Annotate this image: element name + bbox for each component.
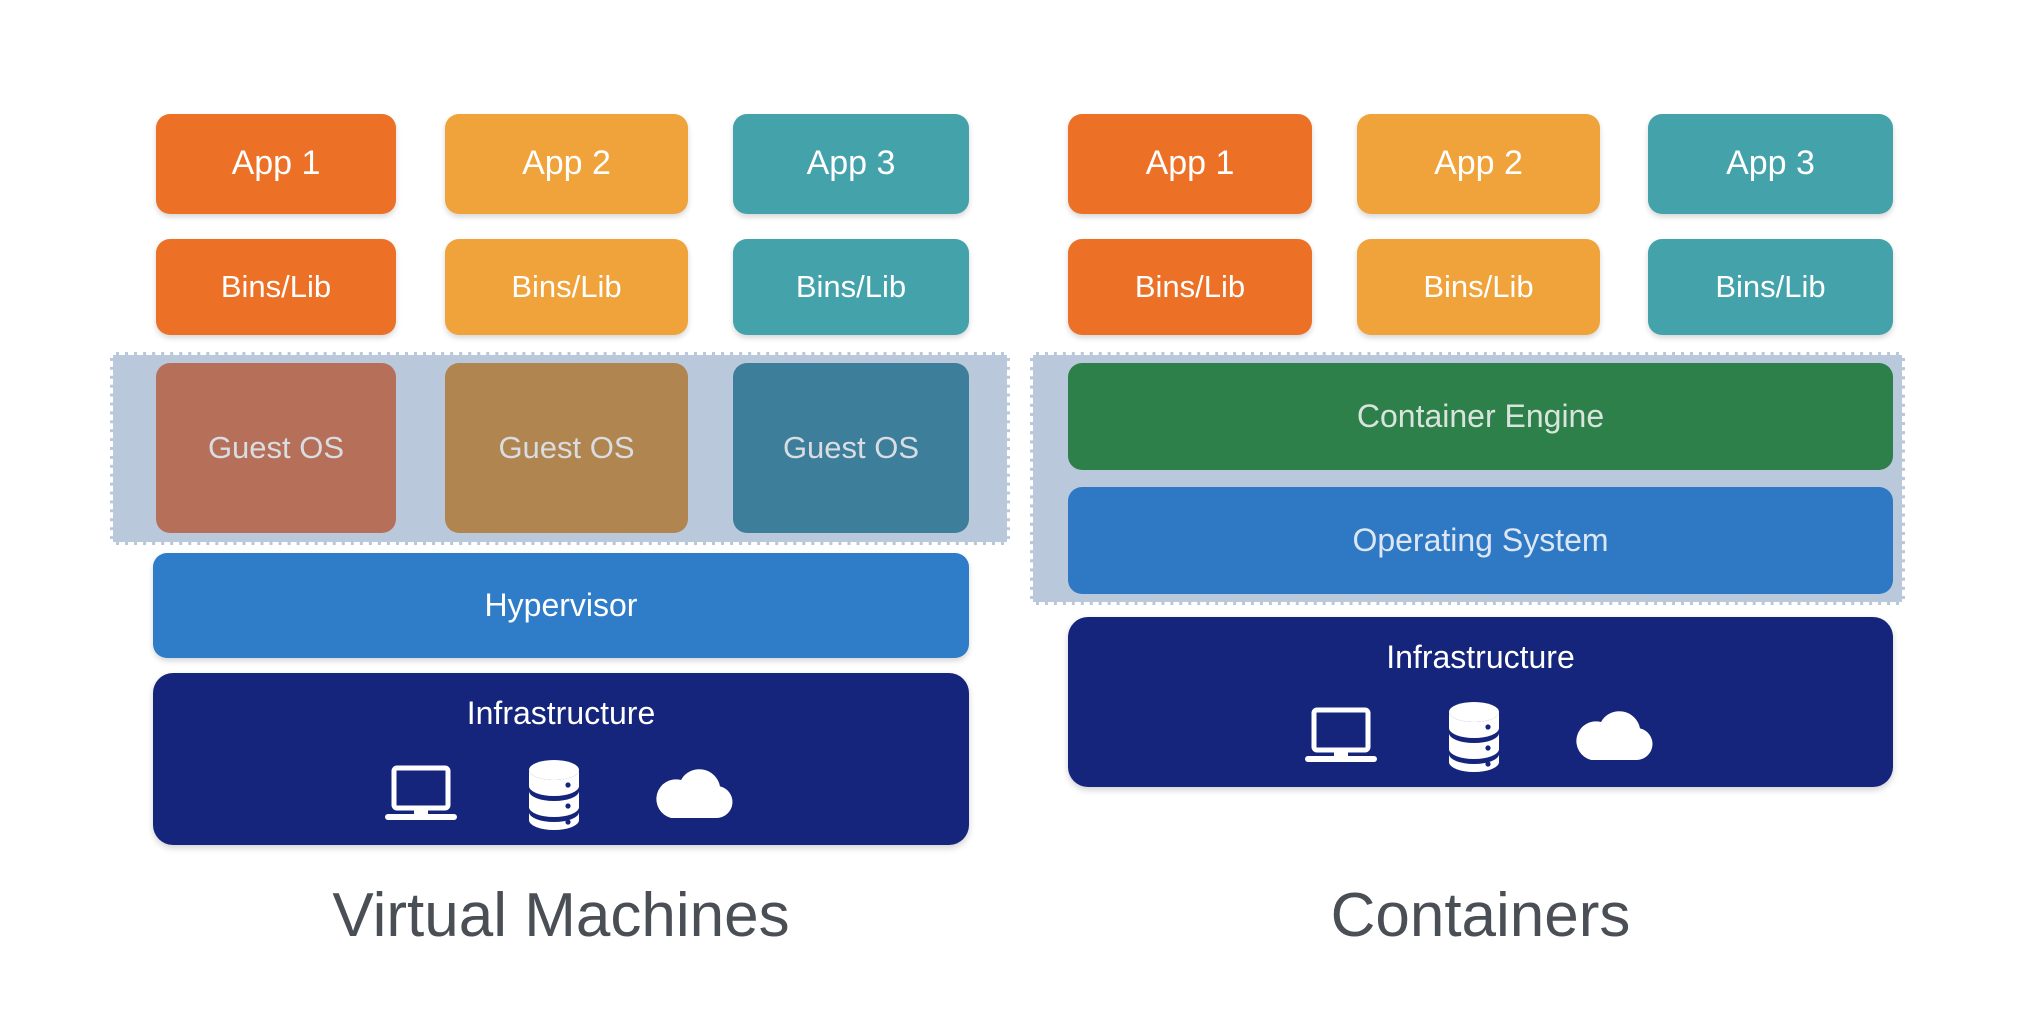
vm-hypervisor-label: Hypervisor: [484, 586, 638, 623]
container-bins-3-label: Bins/Lib: [1715, 268, 1826, 304]
vm-infrastructure-icons: [153, 759, 969, 831]
container-bins-3-box: Bins/Lib: [1648, 239, 1893, 335]
vm-bins-1-box: Bins/Lib: [156, 239, 396, 335]
vm-app-1-box: App 1: [156, 114, 396, 214]
vm-bins-3-label: Bins/Lib: [795, 268, 907, 304]
container-caption: Containers: [1330, 881, 1631, 950]
cloud-icon: [1569, 708, 1659, 766]
cloud-icon: [649, 766, 739, 824]
container-engine-box: Container Engine: [1068, 363, 1893, 470]
vm-bins-2-box: Bins/Lib: [445, 239, 688, 335]
vm-hypervisor-box: Hypervisor: [153, 553, 969, 658]
container-engine-label: Container Engine: [1356, 397, 1605, 434]
container-app-2-label: App 2: [1434, 144, 1523, 183]
container-app-3-label: App 3: [1726, 144, 1815, 183]
container-app-1-box: App 1: [1068, 114, 1312, 214]
container-operating-system-box: Operating System: [1068, 487, 1893, 594]
container-app-1-label: App 1: [1145, 144, 1235, 183]
container-bins-2-box: Bins/Lib: [1357, 239, 1600, 335]
vm-app-2-label: App 2: [522, 144, 611, 183]
vm-guest-os-3-box: Guest OS: [733, 363, 969, 533]
laptop-icon: [383, 764, 459, 826]
container-operating-system-label: Operating System: [1352, 521, 1609, 558]
container-infrastructure-icons: [1068, 701, 1893, 773]
container-infrastructure-label: Infrastructure: [1386, 639, 1575, 675]
vm-guest-os-1-box: Guest OS: [156, 363, 396, 533]
laptop-icon: [1303, 706, 1379, 768]
vm-guest-os-1-label: Guest OS: [207, 429, 345, 465]
vm-guest-os-3-label: Guest OS: [782, 429, 920, 465]
vm-bins-3-box: Bins/Lib: [733, 239, 969, 335]
database-icon: [523, 759, 585, 831]
vm-infrastructure-box: Infrastructure: [153, 673, 969, 845]
vm-app-1-label: App 1: [231, 144, 321, 183]
vm-app-3-label: App 3: [806, 144, 896, 183]
vm-app-3-box: App 3: [733, 114, 969, 214]
container-app-2-box: App 2: [1357, 114, 1600, 214]
container-bins-1-box: Bins/Lib: [1068, 239, 1312, 335]
container-infrastructure-box: Infrastructure: [1068, 617, 1893, 787]
vm-infrastructure-label: Infrastructure: [466, 695, 656, 731]
vm-bins-1-label: Bins/Lib: [220, 268, 332, 304]
vm-guest-os-2-box: Guest OS: [445, 363, 688, 533]
vm-guest-os-2-label: Guest OS: [498, 429, 635, 465]
container-bins-2-label: Bins/Lib: [1423, 268, 1534, 304]
vm-app-2-box: App 2: [445, 114, 688, 214]
container-app-3-box: App 3: [1648, 114, 1893, 214]
vm-bins-2-label: Bins/Lib: [511, 268, 622, 304]
database-icon: [1443, 701, 1505, 773]
vm-caption: Virtual Machines: [332, 881, 790, 950]
container-bins-1-label: Bins/Lib: [1134, 268, 1246, 304]
